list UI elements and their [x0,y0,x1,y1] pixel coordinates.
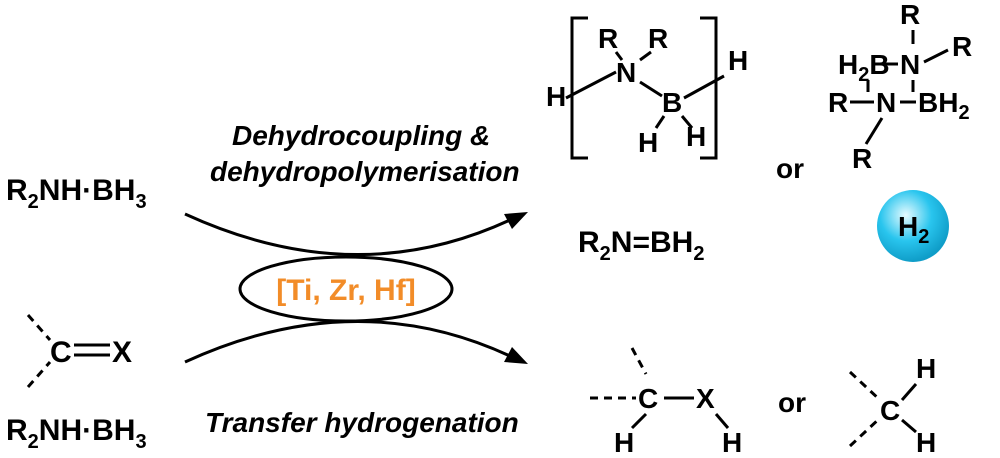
svg-text:H: H [728,45,748,76]
svg-text:N: N [900,49,920,80]
upper-reaction-arrow [184,212,511,257]
or-top: or [776,153,804,184]
amine-borane-reactant-top: R2NH·BH3 [6,174,147,213]
svg-text:X: X [112,336,132,369]
svg-text:H: H [546,81,566,112]
svg-text:X: X [696,383,715,414]
svg-text:R: R [852,143,872,174]
svg-text:C: C [638,383,658,414]
lower-reaction-arrow [184,319,511,364]
svg-text:H: H [916,427,936,458]
svg-text:R: R [900,0,920,30]
svg-text:B: B [662,87,682,118]
svg-text:H: H [614,427,634,458]
dehydropolymerisation-label: dehydropolymerisation [210,156,520,187]
svg-text:R: R [952,31,972,62]
svg-text:C: C [50,336,72,369]
svg-text:H: H [722,427,742,458]
svg-text:R: R [648,23,668,54]
svg-text:R: R [828,87,848,118]
aminoborane-product: R2N=BH2 [578,226,704,265]
hydrogen-ball: H2 [877,190,949,262]
svg-text:BH2: BH2 [918,87,970,124]
svg-text:H: H [686,121,706,152]
svg-text:H2: H2 [898,211,929,248]
catalyst-label: [Ti, Zr, Hf] [276,274,415,307]
or-bottom: or [778,387,806,418]
upper-arrow-head [504,212,528,229]
svg-text:H: H [916,353,936,384]
transfer-hydrogenation-label: Transfer hydrogenation [205,407,519,438]
svg-text:R: R [598,23,618,54]
svg-text:N: N [876,87,896,118]
dehydrocoupling-label: Dehydrocoupling & [232,120,490,151]
cyclic-diborazane-product: R H2B N R R N BH2 R [828,0,972,174]
hydrogenated-product: C X H H [590,347,742,458]
alkane-product: C H H [848,353,936,458]
catalyst-ellipse [238,255,454,323]
svg-text:C: C [880,395,900,426]
carbonyl-reactant: C X [26,314,132,388]
polyaminoborane-product: H R R N B H H H [546,16,748,160]
svg-text:H2B: H2B [838,49,890,86]
lower-arrow-head [504,347,528,364]
svg-text:H: H [638,127,658,158]
svg-text:N: N [616,57,636,88]
amine-borane-reactant-bottom: R2NH·BH3 [6,414,147,453]
